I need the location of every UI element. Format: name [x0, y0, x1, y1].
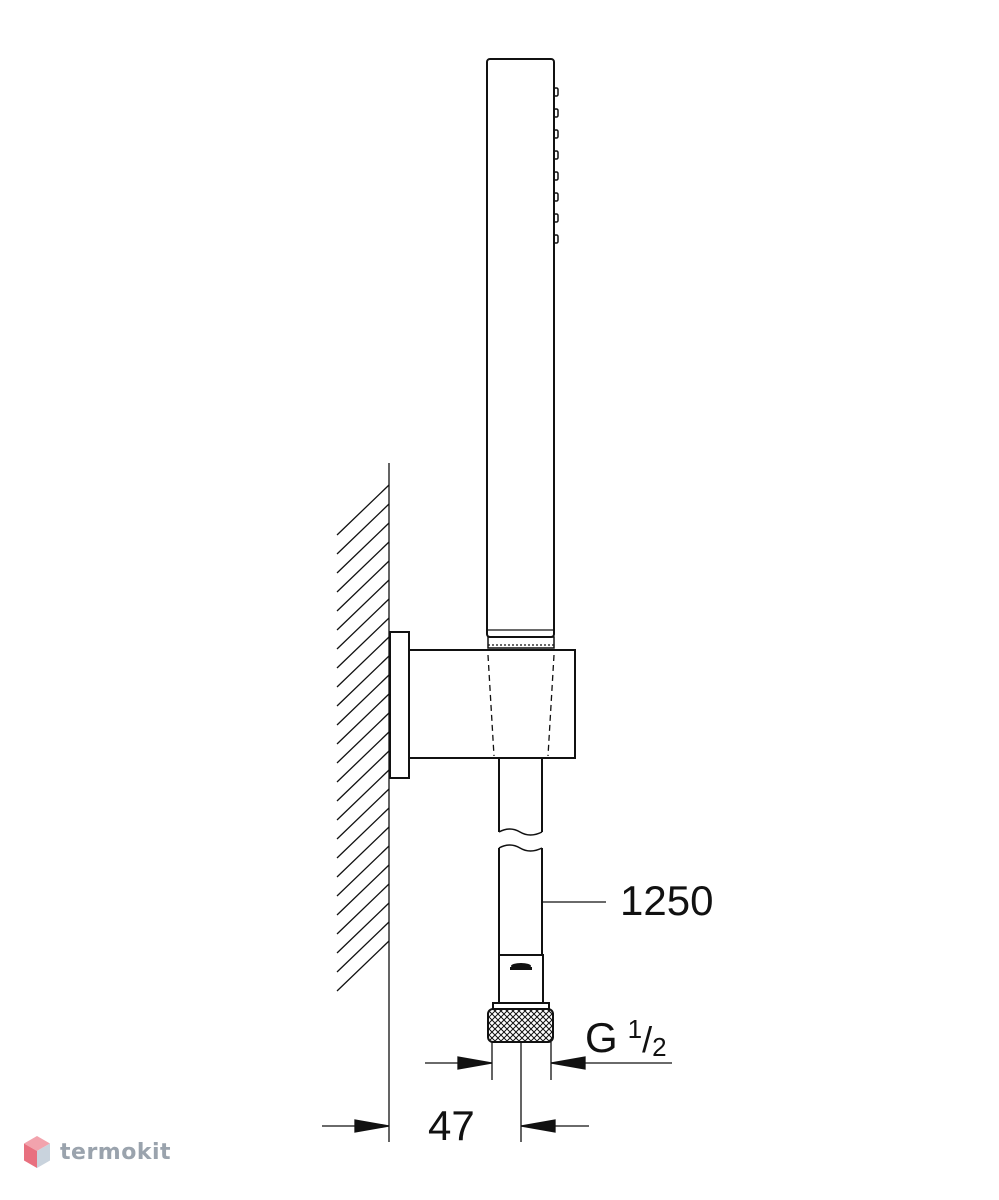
hatch-line: [336, 788, 390, 840]
hatch-line: [336, 579, 390, 631]
offset-dimension: [322, 1042, 589, 1142]
wall-holder: [389, 631, 576, 779]
wall-hatching: [336, 463, 390, 992]
hose: [498, 758, 543, 955]
hatch-line: [336, 484, 390, 536]
spray-nozzle: [553, 192, 559, 202]
hatch-line: [336, 560, 390, 612]
spray-nozzle: [553, 150, 559, 160]
hatch-line: [336, 769, 390, 821]
hatch-line: [336, 693, 390, 745]
wall-offset-label: 47: [428, 1102, 475, 1149]
hose-nut: [487, 954, 554, 1043]
spray-nozzle: [553, 234, 559, 244]
hand-shower: [486, 58, 559, 649]
hatch-line: [336, 503, 390, 555]
hatch-line: [336, 845, 390, 897]
hatch-line: [336, 921, 390, 973]
hatch-line: [336, 750, 390, 802]
cube-logo-icon: [24, 1136, 50, 1168]
hatch-line: [336, 541, 390, 593]
hatch-line: [336, 522, 390, 574]
thread-slash: /: [642, 1019, 653, 1060]
spray-nozzle: [553, 213, 559, 223]
hatch-line: [336, 598, 390, 650]
spray-nozzle: [553, 129, 559, 139]
hatch-line: [336, 807, 390, 859]
hatch-line: [336, 864, 390, 916]
hatch-line: [336, 617, 390, 669]
thread-letter: G: [585, 1014, 618, 1061]
watermark: termokit: [22, 1135, 171, 1169]
hatch-line: [336, 712, 390, 764]
thread-numerator: 1: [627, 1014, 643, 1044]
hatch-line: [336, 826, 390, 878]
hatch-line: [336, 731, 390, 783]
spray-nozzle: [553, 171, 559, 181]
spray-nozzle: [553, 87, 559, 97]
thread-dimension: [425, 1042, 672, 1080]
thread-denominator: 2: [652, 1032, 667, 1062]
hatch-line: [336, 883, 390, 935]
hatch-line: [336, 902, 390, 954]
hatch-line: [336, 674, 390, 726]
hatch-line: [336, 636, 390, 688]
spray-nozzle: [553, 108, 559, 118]
hatch-line: [336, 655, 390, 707]
brand-logo-icon: [510, 963, 532, 970]
watermark-text: termokit: [60, 1139, 172, 1165]
hatch-line: [336, 940, 390, 992]
hose-length-label: 1250: [620, 877, 714, 924]
